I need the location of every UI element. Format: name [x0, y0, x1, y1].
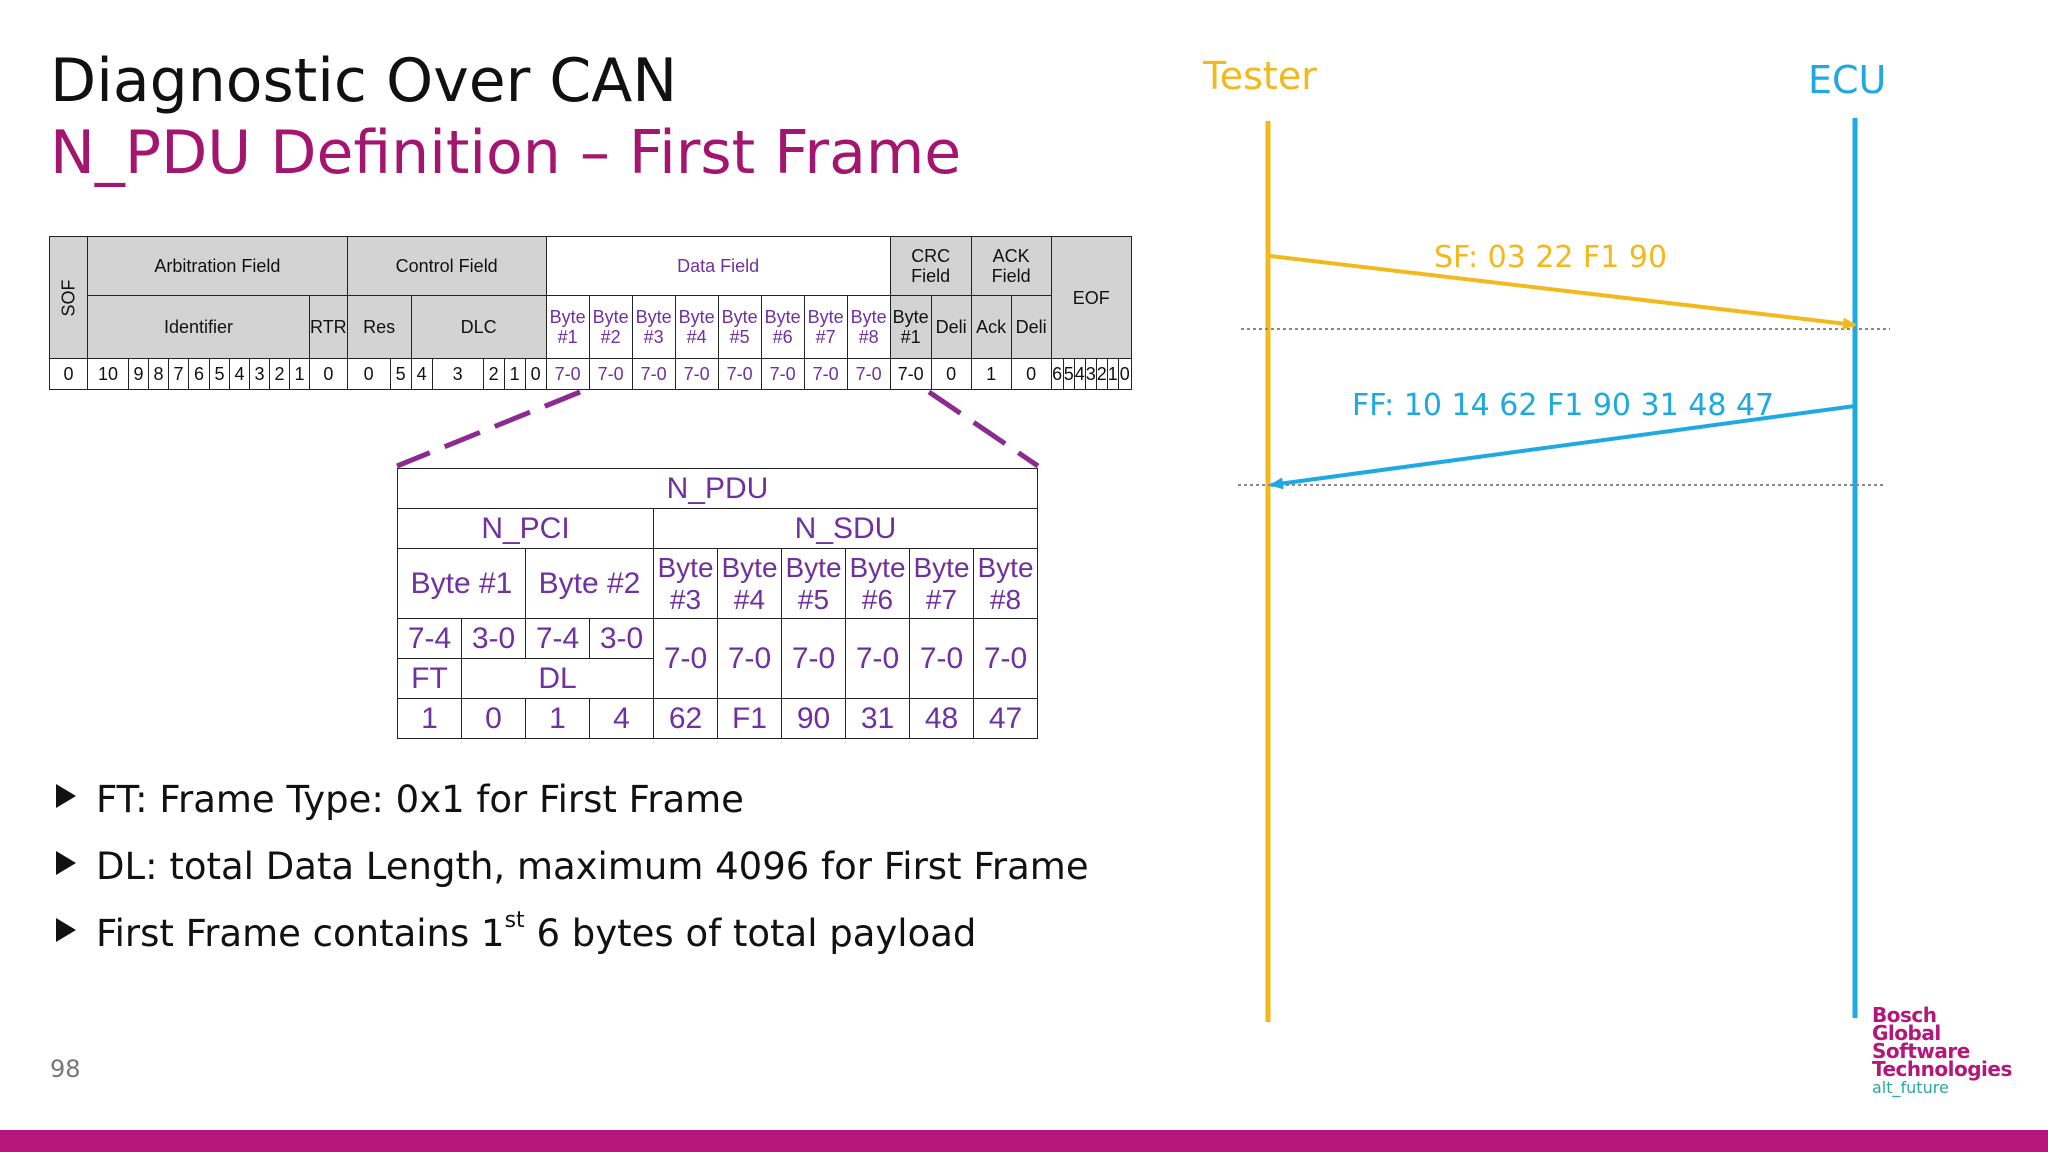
slide-subtitle: N_PDU Definition – First Frame [50, 118, 962, 188]
value-cell: 1 [397, 698, 462, 739]
res-header: Res [346, 295, 412, 359]
dl-label: DL [461, 658, 654, 699]
bit-cell: 1 [1106, 358, 1119, 390]
sdu-byte-header: Byte#5 [781, 548, 846, 619]
value-cell: 90 [781, 698, 846, 739]
sdu-bits-cell: 7-0 [781, 618, 846, 699]
ack-header: Ack [970, 295, 1012, 359]
bit-cell: 7-0 [545, 358, 590, 390]
sdu-bits-cell: 7-0 [845, 618, 910, 699]
sdu-bits-cell: 7-0 [909, 618, 974, 699]
crc-byte-header: Byte#1 [889, 295, 932, 359]
bit-cell: 0 [1010, 358, 1052, 390]
npdu-table: N_PDU N_PCI N_SDU Byte #1 Byte #2 Byte#3… [397, 468, 1038, 739]
data-byte-header: Byte#6 [760, 295, 805, 359]
sof-header: SOF [48, 236, 89, 359]
bit-cell: 7-0 [674, 358, 719, 390]
bosch-gst-logo: Bosch Global Software Technologies alt_f… [1872, 1003, 2012, 1097]
arbitration-field-header: Arbitration Field [87, 236, 348, 296]
control-field-header: Control Field [346, 236, 547, 296]
value-cell: F1 [717, 698, 782, 739]
bit-cell: 0 [48, 358, 89, 390]
data-byte-header: Byte#1 [545, 295, 590, 359]
value-cell: 62 [653, 698, 718, 739]
bit-cell: 3 [249, 358, 271, 390]
npdu-title: N_PDU [397, 468, 1038, 509]
bit-cell: 1 [970, 358, 1012, 390]
sdu-bits-cell: 7-0 [973, 618, 1038, 699]
sf-arrow [1269, 254, 1857, 330]
bit-cell: 10 [87, 358, 130, 390]
sf-message-label: SF: 03 22 F1 90 [1434, 240, 1668, 275]
slide-title: Diagnostic Over CAN [50, 46, 678, 116]
bit-cell: 0 [1117, 358, 1132, 390]
rtr-header: RTR [309, 295, 348, 359]
pci-byte-header: Byte #1 [397, 548, 526, 619]
bit-cell: 4 [1073, 358, 1086, 390]
bit-cell: 0 [930, 358, 972, 390]
bit-cell: 0 [346, 358, 391, 390]
bullet-triangle-icon [56, 784, 76, 808]
data-byte-header: Byte#7 [803, 295, 848, 359]
sdu-bits-cell: 7-0 [653, 618, 718, 699]
value-cell: 1 [525, 698, 590, 739]
tester-label: Tester [1203, 54, 1317, 98]
page-number: 98 [50, 1055, 81, 1083]
zoom-line-right [927, 389, 1040, 469]
bullet-triangle-icon [56, 851, 76, 875]
value-cell: 31 [845, 698, 910, 739]
bit-cell: 0 [309, 358, 348, 390]
bit-cell: 3 [1084, 358, 1097, 390]
footer-accent-bar [0, 1130, 2048, 1152]
sdu-byte-header: Byte#4 [717, 548, 782, 619]
dlc-header: DLC [410, 295, 547, 359]
sdu-byte-header: Byte#6 [845, 548, 910, 619]
eof-header: EOF [1050, 236, 1132, 359]
data-byte-header: Byte#5 [717, 295, 762, 359]
data-field-header: Data Field [545, 236, 891, 296]
value-cell: 47 [973, 698, 1038, 739]
bit-cell: 7-0 [846, 358, 891, 390]
ecu-label: ECU [1808, 58, 1887, 102]
sdu-bits-cell: 7-0 [717, 618, 782, 699]
bit-cell: 2 [1095, 358, 1108, 390]
data-byte-header: Byte#4 [674, 295, 719, 359]
crc-delimiter-header: Deli [930, 295, 972, 359]
bit-cell: 1 [289, 358, 311, 390]
can-frame-table: SOF Arbitration Field Control Field Data… [48, 236, 1132, 390]
zoom-line-left [396, 389, 581, 469]
bit-cell: 7-0 [631, 358, 676, 390]
bit-cell: 5 [1062, 358, 1075, 390]
bit-cell: 9 [128, 358, 150, 390]
data-byte-header: Byte#8 [846, 295, 891, 359]
bit-cell: 1 [503, 358, 526, 390]
value-cell: 4 [589, 698, 654, 739]
ff-message-label: FF: 10 14 62 F1 90 31 48 47 [1352, 388, 1775, 423]
bit-cell: 7-0 [717, 358, 762, 390]
bullet-triangle-icon [56, 918, 76, 942]
ft-label: FT [397, 658, 462, 699]
identifier-header: Identifier [87, 295, 311, 359]
ff-arrow [1269, 404, 1856, 490]
sdu-byte-header: Byte#8 [973, 548, 1038, 619]
